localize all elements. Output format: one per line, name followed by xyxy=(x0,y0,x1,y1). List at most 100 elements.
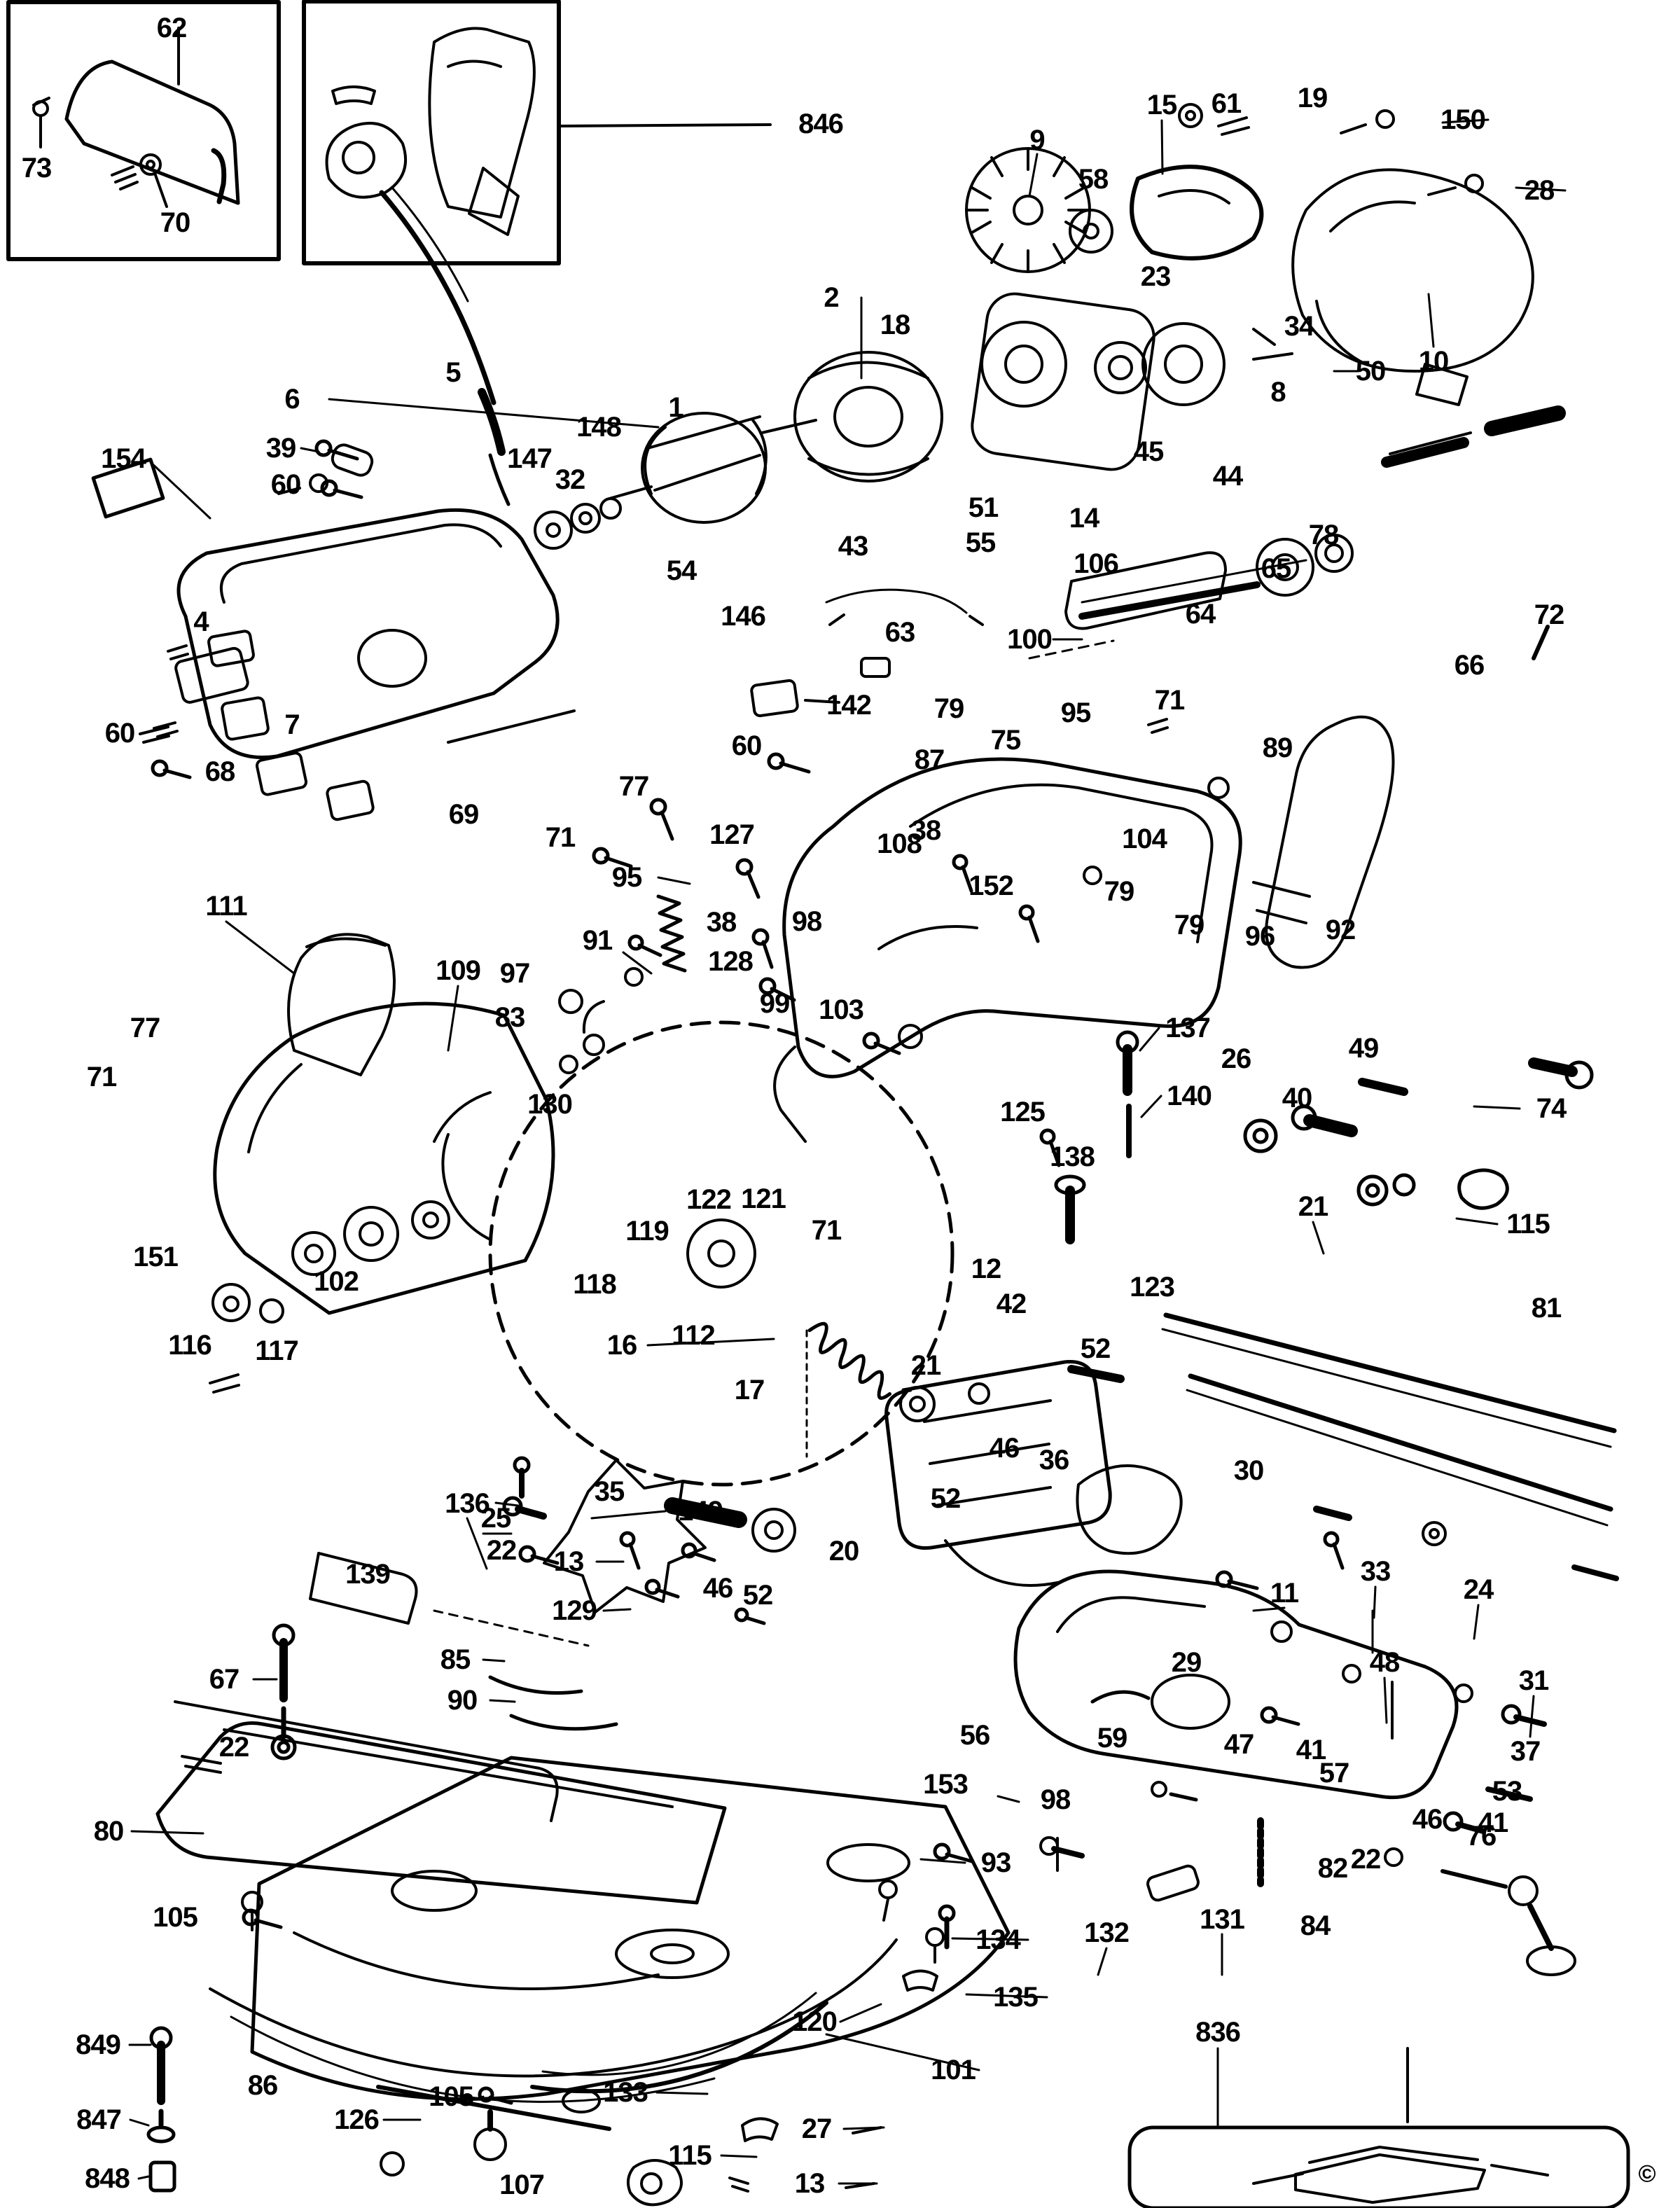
part-label-136: 136 xyxy=(445,1488,490,1519)
part-label-90: 90 xyxy=(447,1685,478,1716)
part-label-37: 37 xyxy=(1510,1736,1541,1767)
part-label-52: 52 xyxy=(1080,1333,1111,1364)
part-label-123: 123 xyxy=(1130,1272,1175,1303)
part-label-117: 117 xyxy=(255,1335,299,1366)
part-label-41: 41 xyxy=(1296,1735,1326,1765)
part-label-45: 45 xyxy=(1133,436,1164,467)
part-label-12: 12 xyxy=(971,1254,1001,1284)
part-label-60: 60 xyxy=(104,718,135,749)
switch-parts xyxy=(139,646,270,744)
part-label-5: 5 xyxy=(445,357,461,388)
part-label-38: 38 xyxy=(910,815,941,846)
part-label-48: 48 xyxy=(1369,1647,1400,1678)
part-label-31: 31 xyxy=(1518,1665,1549,1696)
part-label-846: 846 xyxy=(798,109,844,139)
part-label-104: 104 xyxy=(1122,824,1167,854)
part-label-73: 73 xyxy=(21,153,52,183)
part-label-20: 20 xyxy=(828,1536,859,1567)
part-label-131: 131 xyxy=(1200,1904,1245,1935)
part-label-18: 18 xyxy=(880,310,910,340)
scale-and-hardware xyxy=(241,1690,1576,2207)
part-label-84: 84 xyxy=(1300,1910,1331,1941)
part-label-17: 17 xyxy=(734,1375,765,1405)
part-label-847: 847 xyxy=(76,2104,122,2135)
inset-toolbox xyxy=(1127,2047,1630,2208)
part-label-77: 77 xyxy=(618,771,649,802)
part-label-26: 26 xyxy=(1221,1043,1251,1074)
part-label-97: 97 xyxy=(499,958,530,989)
part-label-29: 29 xyxy=(1171,1647,1202,1678)
part-label-11: 11 xyxy=(1270,1578,1299,1609)
part-label-154: 154 xyxy=(101,443,146,474)
part-label-85: 85 xyxy=(440,1644,471,1675)
part-label-152: 152 xyxy=(969,870,1014,901)
part-label-92: 92 xyxy=(1325,915,1356,945)
part-label-9: 9 xyxy=(1029,125,1045,155)
part-label-87: 87 xyxy=(914,744,945,775)
fan-belt-group xyxy=(965,103,1293,471)
part-label-42: 42 xyxy=(996,1289,1027,1319)
part-label-95: 95 xyxy=(1060,697,1091,728)
part-label-140: 140 xyxy=(1167,1081,1212,1111)
part-label-21: 21 xyxy=(1298,1191,1328,1222)
part-label-79: 79 xyxy=(1104,876,1134,907)
part-label-83: 83 xyxy=(494,1002,525,1033)
part-label-849: 849 xyxy=(76,2029,121,2060)
part-label-52: 52 xyxy=(742,1580,773,1611)
part-label-126: 126 xyxy=(334,2104,380,2135)
part-label-4: 4 xyxy=(193,606,209,637)
part-label-7: 7 xyxy=(284,709,300,740)
part-label-22: 22 xyxy=(1350,1844,1381,1875)
part-label-89: 89 xyxy=(1262,732,1293,763)
part-label-60: 60 xyxy=(270,469,301,500)
part-label-115: 115 xyxy=(1506,1209,1550,1240)
part-label-132: 132 xyxy=(1084,1917,1130,1948)
part-label-51: 51 xyxy=(968,492,999,523)
part-label-81: 81 xyxy=(1531,1293,1562,1324)
part-label-106: 106 xyxy=(1074,548,1119,579)
slide-rods xyxy=(1161,1312,1619,1802)
part-label-34: 34 xyxy=(1284,311,1314,342)
part-label-120: 120 xyxy=(792,2006,838,2037)
part-label-86: 86 xyxy=(247,2070,278,2101)
part-label-33: 33 xyxy=(1360,1556,1391,1587)
part-label-122: 122 xyxy=(686,1184,732,1215)
part-label-62: 62 xyxy=(156,13,187,43)
part-label-100: 100 xyxy=(1007,624,1053,655)
part-label-19: 19 xyxy=(1297,83,1328,113)
part-label-27: 27 xyxy=(801,2113,832,2144)
part-label-24: 24 xyxy=(1463,1574,1494,1605)
part-label-8: 8 xyxy=(1270,377,1286,408)
part-label-47: 47 xyxy=(1223,1729,1254,1760)
springs xyxy=(656,894,892,1458)
part-label-60: 60 xyxy=(731,730,762,761)
part-label-105: 105 xyxy=(429,2081,474,2112)
part-label-69: 69 xyxy=(448,799,479,830)
part-label-109: 109 xyxy=(436,955,481,986)
part-label-101: 101 xyxy=(931,2055,976,2085)
part-label-64: 64 xyxy=(1185,599,1216,630)
part-label-15: 15 xyxy=(1146,90,1177,120)
part-label-77: 77 xyxy=(130,1013,160,1043)
part-label-107: 107 xyxy=(499,2169,545,2200)
part-label-95: 95 xyxy=(611,862,642,893)
leader-lines xyxy=(128,118,1567,2185)
part-label-139: 139 xyxy=(345,1559,391,1590)
fence-and-base xyxy=(155,1552,1011,2131)
part-label-21: 21 xyxy=(910,1350,941,1381)
part-label-130: 130 xyxy=(527,1089,573,1120)
part-label-54: 54 xyxy=(666,555,697,586)
part-label-14: 14 xyxy=(1069,503,1099,534)
part-label-36: 36 xyxy=(1039,1445,1069,1476)
armature-and-stator xyxy=(534,351,943,550)
part-label-127: 127 xyxy=(709,819,755,850)
part-label-52: 52 xyxy=(930,1483,961,1514)
part-label-151: 151 xyxy=(133,1242,179,1272)
part-label-16: 16 xyxy=(606,1330,637,1361)
part-label-79: 79 xyxy=(1174,910,1205,940)
part-label-115: 115 xyxy=(668,2140,712,2171)
part-label-105: 105 xyxy=(153,1902,198,1933)
part-label-44: 44 xyxy=(1212,461,1243,492)
